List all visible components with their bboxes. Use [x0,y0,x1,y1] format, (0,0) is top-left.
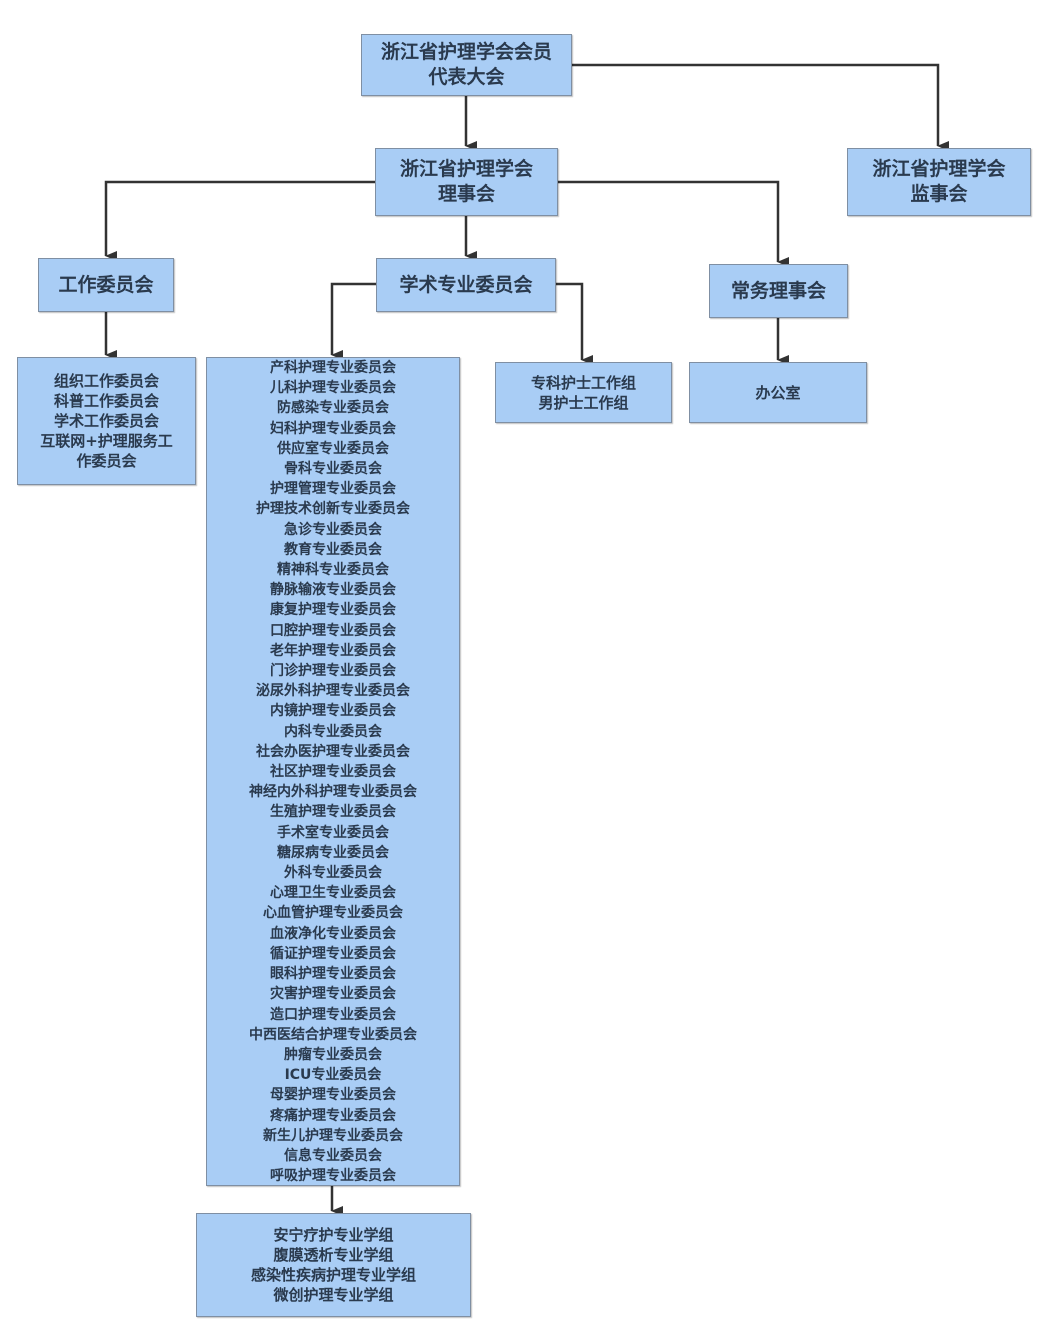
node-label-line: 精神科专业委员会 [277,562,389,579]
node-label-line: 急诊专业委员会 [284,521,382,538]
node-work-subcommittees: 组织工作委员会科普工作委员会学术工作委员会互联网+护理服务工作委员会 [17,357,196,485]
node-label-line: 组织工作委员会 [53,372,159,390]
node-label-line: 泌尿外科护理专业委员会 [256,683,410,700]
node-label-line: 母婴护理专业委员会 [270,1087,396,1104]
node-label-line: 外科专业委员会 [284,865,382,882]
node-members-congress: 浙江省护理学会会员代表大会 [361,34,572,96]
node-work-committee: 工作委员会 [38,258,174,312]
node-office: 办公室 [689,362,867,423]
node-label-line: 灾害护理专业委员会 [270,986,396,1003]
node-label-line: 浙江省护理学会 [872,158,1006,180]
node-label-line: 防感染专业委员会 [277,400,389,417]
node-label-line: 循证护理专业委员会 [270,945,396,962]
node-label-line: 学术工作委员会 [53,412,159,430]
node-standing-council: 常务理事会 [709,264,848,318]
node-label-line: 门诊护理专业委员会 [270,663,396,680]
node-label-line: 办公室 [755,383,801,402]
node-label-line: 呼吸护理专业委员会 [270,1168,396,1185]
edge-academic-specialty-committees [330,282,376,360]
node-label-line: 眼科护理专业委员会 [270,966,396,983]
node-label-line: 工作委员会 [58,273,154,296]
node-label-line: 康复护理专业委员会 [270,602,396,619]
node-label-line: 学术专业委员会 [399,273,533,296]
node-specialty-committees: 产科护理专业委员会儿科护理专业委员会防感染专业委员会妇科护理专业委员会供应室专业… [206,357,460,1186]
node-label-line: 监事会 [910,183,968,205]
node-supervisory-board: 浙江省护理学会监事会 [847,148,1031,216]
node-label-line: 糖尿病专业委员会 [277,844,389,861]
node-label-line: 社区护理专业委员会 [270,764,396,781]
node-label-line: 肿瘤专业委员会 [284,1046,382,1063]
node-label-line: 浙江省护理学会 [399,158,533,180]
node-label-line: 信息专业委员会 [284,1147,382,1164]
node-label-line: 感染性疾病护理专业学组 [250,1266,416,1284]
node-label-line: 产科护理专业委员会 [270,360,396,376]
node-academic-committee: 学术专业委员会 [376,258,556,312]
node-label-line: 口腔护理专业委员会 [270,622,396,639]
node-label-line: 手术室专业委员会 [277,824,389,841]
edge-congress-supervisory [571,63,949,151]
node-label-line: 血液净化专业委员会 [270,925,396,942]
edge-council-standing-council [557,180,789,267]
node-council: 浙江省护理学会理事会 [375,148,558,216]
node-label-line: 内科专业委员会 [284,723,382,740]
node-label-line: 静脉输液专业委员会 [270,582,396,599]
node-label-line: 护理管理专业委员会 [270,481,396,498]
node-label-line: 疼痛护理专业委员会 [270,1107,396,1124]
node-label-line: 专科护士工作组 [530,373,636,392]
node-label-line: 妇科护理专业委员会 [270,420,396,437]
node-label-line: 老年护理专业委员会 [270,642,396,659]
node-label-line: 神经内外科护理专业委员会 [249,784,417,801]
node-label-line: 儿科护理专业委员会 [270,380,396,397]
node-label-line: 生殖护理专业委员会 [270,804,396,821]
node-label-line: 代表大会 [428,66,505,88]
node-label-line: 心理卫生专业委员会 [270,885,396,902]
node-label-line: 心血管护理专业委员会 [263,905,403,922]
node-label-line: 安宁疗护专业学组 [273,1226,394,1244]
edge-academic-nurse-groups [555,282,593,365]
node-label-line: 互联网+护理服务工 [40,432,173,450]
node-label-line: 男护士工作组 [538,393,629,412]
node-label-line: 腹膜透析专业学组 [273,1246,394,1264]
node-label-line: 内镜护理专业委员会 [270,703,396,720]
node-label-line: 科普工作委员会 [53,392,159,410]
edge-council-work-committee [104,180,375,261]
node-label-line: 骨科专业委员会 [284,461,382,478]
node-label-line: 浙江省护理学会会员 [380,41,552,63]
node-nurse-working-groups: 专科护士工作组男护士工作组 [495,362,672,423]
node-label-line: 社会办医护理专业委员会 [256,743,410,760]
node-label-line: 造口护理专业委员会 [270,1006,396,1023]
node-label-line: 教育专业委员会 [284,541,382,558]
node-label-line: 护理技术创新专业委员会 [256,501,410,518]
node-label-line: 新生儿护理专业委员会 [263,1127,403,1144]
node-label-line: 中西医结合护理专业委员会 [249,1026,417,1043]
node-label-line: 作委员会 [76,452,137,470]
node-label-line: 供应室专业委员会 [277,440,389,457]
node-study-groups: 安宁疗护专业学组腹膜透析专业学组感染性疾病护理专业学组微创护理专业学组 [196,1213,471,1317]
node-label-line: 理事会 [437,183,495,205]
node-label-line: ICU专业委员会 [284,1067,382,1084]
node-label-line: 微创护理专业学组 [273,1286,394,1304]
node-label-line: 常务理事会 [730,279,826,302]
